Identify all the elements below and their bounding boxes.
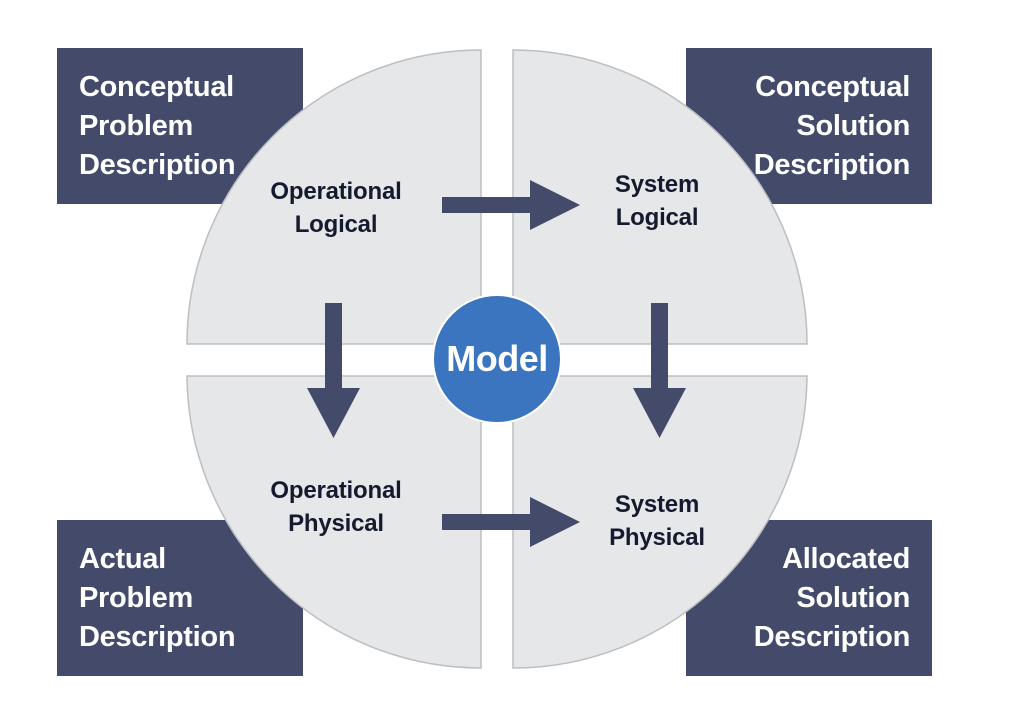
box-line: Problem — [79, 109, 193, 142]
model-center-circle — [432, 294, 562, 424]
box-line: Actual — [79, 542, 166, 575]
box-line: Problem — [79, 581, 193, 614]
operational-logical-quadrant — [186, 49, 482, 345]
box-line: Description — [753, 148, 911, 181]
box-line: Conceptual — [755, 70, 910, 103]
arrow-system-logical-to-system-physical — [633, 303, 686, 438]
quadrant-line: Operational — [270, 477, 402, 504]
quadrant-line: System — [614, 491, 700, 518]
model-label: Model — [446, 338, 548, 379]
box-line: Conceptual — [79, 70, 234, 103]
box-line: Description — [753, 620, 911, 653]
operational-physical-label: Operational Physical — [236, 474, 436, 540]
arrow-operational-logical-to-system-logical — [442, 180, 580, 230]
system-logical-label: System Logical — [557, 168, 757, 234]
box-line: Allocated — [782, 542, 910, 575]
allocated-solution-description-box: Allocated Solution Description — [686, 520, 932, 676]
quadrant-line: Operational — [270, 178, 402, 205]
box-line: Solution — [796, 581, 910, 614]
conceptual-problem-description-box: Conceptual Problem Description — [57, 48, 303, 204]
quadrant-line: Physical — [288, 510, 384, 537]
box-line: Solution — [796, 109, 910, 142]
quadrant-line: Logical — [294, 211, 378, 238]
quadrant-line: Logical — [615, 204, 699, 231]
operational-physical-quadrant — [186, 375, 482, 669]
box-line: Description — [79, 148, 236, 181]
quadrant-line: Physical — [609, 524, 705, 551]
system-logical-quadrant — [512, 49, 808, 345]
arrow-operational-logical-to-operational-physical — [307, 303, 360, 438]
arrow-operational-physical-to-system-physical — [442, 497, 580, 547]
system-physical-label: System Physical — [557, 488, 757, 554]
quadrant-line: System — [614, 171, 700, 198]
box-line: Description — [79, 620, 236, 653]
system-physical-quadrant — [512, 375, 808, 669]
operational-logical-label: Operational Logical — [236, 175, 436, 241]
